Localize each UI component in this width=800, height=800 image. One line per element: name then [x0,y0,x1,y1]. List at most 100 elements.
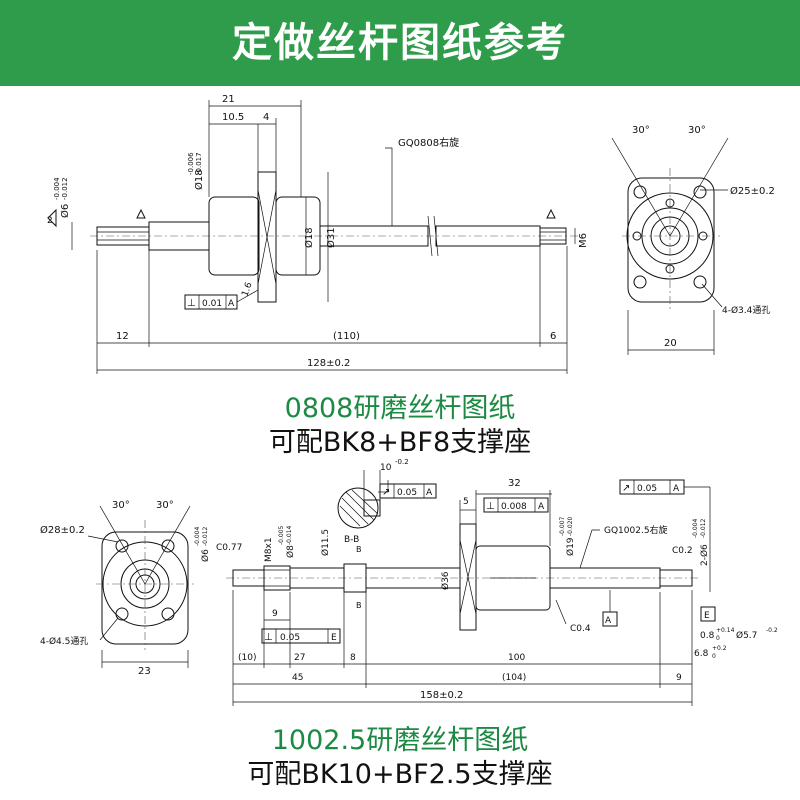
d2-len-9: 9 [272,609,278,619]
d2-b-mark-bottom: B [356,601,362,610]
d2-groove-pos-lo: 0 [712,653,716,660]
d1-perp-tol: 0.01 [202,299,222,309]
d2-perp-b: 0.008 [501,502,527,512]
d1-total-len: 128±0.2 [307,358,350,369]
d1-top-total: 21 [222,94,235,105]
drawing1-side-view [47,100,585,374]
d2-c02: C0.2 [672,546,693,556]
d2-d8: Ø8 [285,545,296,558]
d2-d19: Ø19 [565,537,576,556]
d2-groove-w: 0.8 [700,631,715,641]
d2-width: 23 [138,666,151,677]
d2-perp-e: 0.05 [280,633,300,643]
d1-flange-tol-lo: -0.017 [195,152,203,175]
page-title: 定做丝杆图纸参考 [232,20,568,66]
d2-groove-w-hi: +0.14 [716,627,735,634]
d2-len-45: 45 [292,673,303,683]
d1-top-b: 4 [263,112,269,123]
d2-groove-d-tol: -0.2 [766,627,778,634]
d1-angle-right: 30° [688,125,706,136]
d2-d6-r-hi: -0.004 [692,518,699,538]
d2-d6-l: Ø6 [200,549,211,562]
d1-chamfer: 1.6 [240,281,254,298]
drawing2-side-view [226,479,716,706]
d2-c077: C0.77 [216,543,242,553]
d2-perp-e-symbol: ⊥ [264,632,273,643]
d2-holes: 4-Ø4.5通孔 [40,636,88,647]
d1-holes: 4-Ø3.4通孔 [722,305,770,316]
d2-groove-pos: 6.8 [694,649,709,659]
d2-runout-b-ref: A [673,484,680,494]
drawing2-section-view [337,470,389,529]
d2-step: 5 [463,497,469,507]
d2-len-100: 100 [508,653,525,663]
d1-end-tol-lo: -0.012 [61,177,69,200]
d2-angle-right: 30° [156,500,174,511]
d2-len-104: (104) [502,673,526,683]
d2-d6-r-lo: -0.012 [700,518,707,538]
d1-angle-left: 30° [632,125,650,136]
d2-d19-hi: -0.007 [559,516,566,536]
drawing1-subcaption: 可配BK8+BF8支撑座 [268,427,532,458]
d2-perp-e-ref: E [331,633,337,643]
d2-len-27: 27 [294,653,305,663]
drawing2-subcaption: 可配BK10+BF2.5支撑座 [247,759,553,790]
d2-d36: Ø36 [440,571,451,590]
d1-top-a: 10.5 [222,112,244,123]
d1-body-dia: Ø31 [325,227,337,248]
d1-perp-ref: A [228,299,235,309]
d2-datum-a: A [605,616,612,626]
drawing2-front-view [87,505,194,668]
d2-d6-l-hi: -0.004 [194,526,201,546]
d2-section-label: B-B [344,535,359,545]
d2-slot-w: 10 [380,463,392,473]
d1-pcd: Ø25±0.2 [730,185,775,197]
d1-part-label: GQ0808右旋 [398,136,459,149]
d1-right-len: 6 [550,331,556,342]
d2-thread: M8x1 [264,537,274,562]
d2-groove-d: Ø5.7 [736,630,757,641]
d2-len-10: (10) [238,653,256,663]
d1-end-tol-hi: -0.004 [53,177,61,200]
d1-flange-dia: Ø18 [193,169,205,190]
d1-end-dia: Ø6 [59,204,71,218]
d2-total-len: 158±0.2 [420,690,463,701]
header-banner: 定做丝杆图纸参考 [0,0,800,86]
d1-flange-tol-hi: -0.006 [187,152,195,175]
d2-perp-b-symbol: ⊥ [486,501,495,512]
d2-flange-dia: Ø28±0.2 [40,524,85,536]
d2-nut-len: 32 [508,478,521,489]
d2-b-mark-top: B [356,545,362,554]
d2-angle-left: 30° [112,500,130,511]
d2-slot-tol: -0.2 [395,458,409,466]
drawing1-caption: 0808研磨丝杆图纸 [284,393,516,424]
d2-perp-b-ref: A [538,502,545,512]
d2-runout-b-symbol: ↗ [622,483,630,494]
d2-d115: Ø11.5 [320,529,331,556]
drawing2-caption: 1002.5研磨丝杆图纸 [271,725,529,756]
d2-d6-r: 2-Ø6 [699,544,710,566]
d1-thread-end: M6 [578,233,589,248]
d2-part-label: GQ1002.5右旋 [604,524,668,536]
d2-runout-a-symbol: ↗ [382,487,390,498]
d2-runout-b: 0.05 [637,484,657,494]
d1-perp-symbol: ⊥ [187,298,196,309]
d2-groove-w-lo: 0 [716,635,720,642]
d2-c04: C0.4 [570,624,591,634]
d2-d6-l-lo: -0.012 [202,526,209,546]
d2-runout-a-ref: A [426,488,433,498]
d1-nut-dia: Ø18 [303,227,315,248]
d2-runout-a: 0.05 [397,488,417,498]
d2-datum-e: E [704,611,710,621]
d2-d8-hi: -0.005 [278,525,285,545]
d1-width: 20 [664,338,677,349]
d1-left-len: 12 [116,331,129,342]
d2-d19-lo: -0.020 [567,516,574,536]
drawing1-front-view [611,137,729,355]
d2-groove-pos-hi: +0.2 [712,645,727,652]
d2-d8-lo: -0.014 [286,525,293,545]
d2-len-9r: 9 [676,673,682,683]
d1-datum-mark: 2 [47,216,53,226]
d1-mid-len: (110) [333,331,360,342]
